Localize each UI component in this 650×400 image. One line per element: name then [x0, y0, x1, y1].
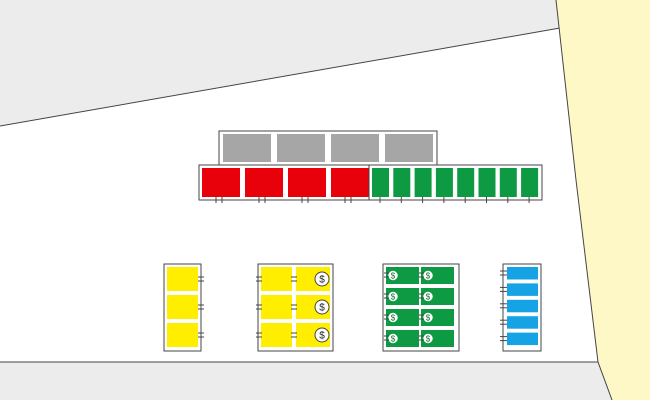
dollar-icon-coin — [388, 312, 398, 323]
blue-block — [507, 267, 538, 280]
yellow-block — [261, 267, 292, 291]
dollar-icon-coin — [388, 333, 398, 344]
dollar-icon: $ — [423, 312, 433, 323]
dollar-icon-coin — [388, 291, 398, 302]
road-bottom — [0, 362, 650, 400]
dollar-icon: $ — [423, 291, 433, 302]
dollar-icon-symbol: $ — [391, 293, 396, 302]
yellow-block — [167, 295, 198, 319]
dollar-icon: $ — [314, 271, 330, 287]
red-block — [202, 168, 240, 197]
dollar-icon-symbol: $ — [319, 331, 325, 342]
yellow-block — [261, 295, 292, 319]
blue-stack — [500, 263, 542, 352]
yellow-block — [261, 323, 292, 347]
dollar-icon-symbol: $ — [426, 314, 431, 323]
green-block — [414, 168, 432, 197]
blue-block — [507, 332, 538, 346]
dollar-icon-symbol: $ — [391, 335, 396, 344]
dollar-icon: $ — [388, 270, 398, 281]
road-top-edge — [0, 27, 561, 127]
gray-row — [218, 130, 438, 166]
gray-block — [277, 134, 325, 162]
dollar-icon-symbol: $ — [426, 335, 431, 344]
dollar-icon: $ — [314, 299, 330, 315]
yellow-block — [167, 323, 198, 347]
green-block — [372, 168, 389, 197]
red-block — [288, 168, 326, 197]
dollar-icon-coin — [314, 271, 330, 287]
dollar-icon-coin — [314, 327, 330, 343]
dollar-icon-symbol: $ — [391, 272, 396, 281]
green-block — [521, 168, 539, 197]
gray-block — [385, 134, 433, 162]
sand-strip — [556, 0, 650, 400]
sand-edge — [555, 0, 613, 400]
yellow-block — [167, 267, 198, 291]
dollar-icon: $ — [388, 333, 398, 344]
dollar-icon-symbol: $ — [319, 275, 325, 286]
dollar-icon-coin — [423, 312, 433, 323]
blue-block — [507, 283, 538, 296]
dollar-icon-coin — [423, 333, 433, 344]
dollar-icon-symbol: $ — [319, 303, 325, 314]
yellow-stack-single — [163, 263, 204, 352]
green-row — [368, 164, 543, 203]
red-row — [198, 164, 371, 203]
road-top — [0, 0, 560, 126]
dollar-icon-coin — [423, 291, 433, 302]
dollar-icon: $ — [423, 270, 433, 281]
green-block — [457, 168, 475, 197]
dollar-icon-coin — [314, 299, 330, 315]
dollar-icon-coin — [388, 270, 398, 281]
gray-block — [223, 134, 271, 162]
dollar-icon: $ — [388, 291, 398, 302]
green-block — [499, 168, 517, 197]
green-block — [478, 168, 496, 197]
blue-block — [507, 299, 538, 313]
red-block — [331, 168, 369, 197]
green-money-stack: $ $ $ $ $ $ $ $ — [382, 263, 460, 352]
green-block — [393, 168, 411, 197]
green-block — [435, 168, 453, 197]
dollar-icon-symbol: $ — [391, 314, 396, 323]
blue-block — [507, 316, 538, 329]
dollar-icon: $ — [388, 312, 398, 323]
dollar-icon-symbol: $ — [426, 293, 431, 302]
dollar-icon: $ — [423, 333, 433, 344]
dollar-icon-coin — [423, 270, 433, 281]
dollar-icon-symbol: $ — [426, 272, 431, 281]
yellow-stack-double: $ $ $ — [256, 263, 334, 352]
red-block — [245, 168, 283, 197]
dollar-icon: $ — [314, 327, 330, 343]
gray-block — [331, 134, 379, 162]
